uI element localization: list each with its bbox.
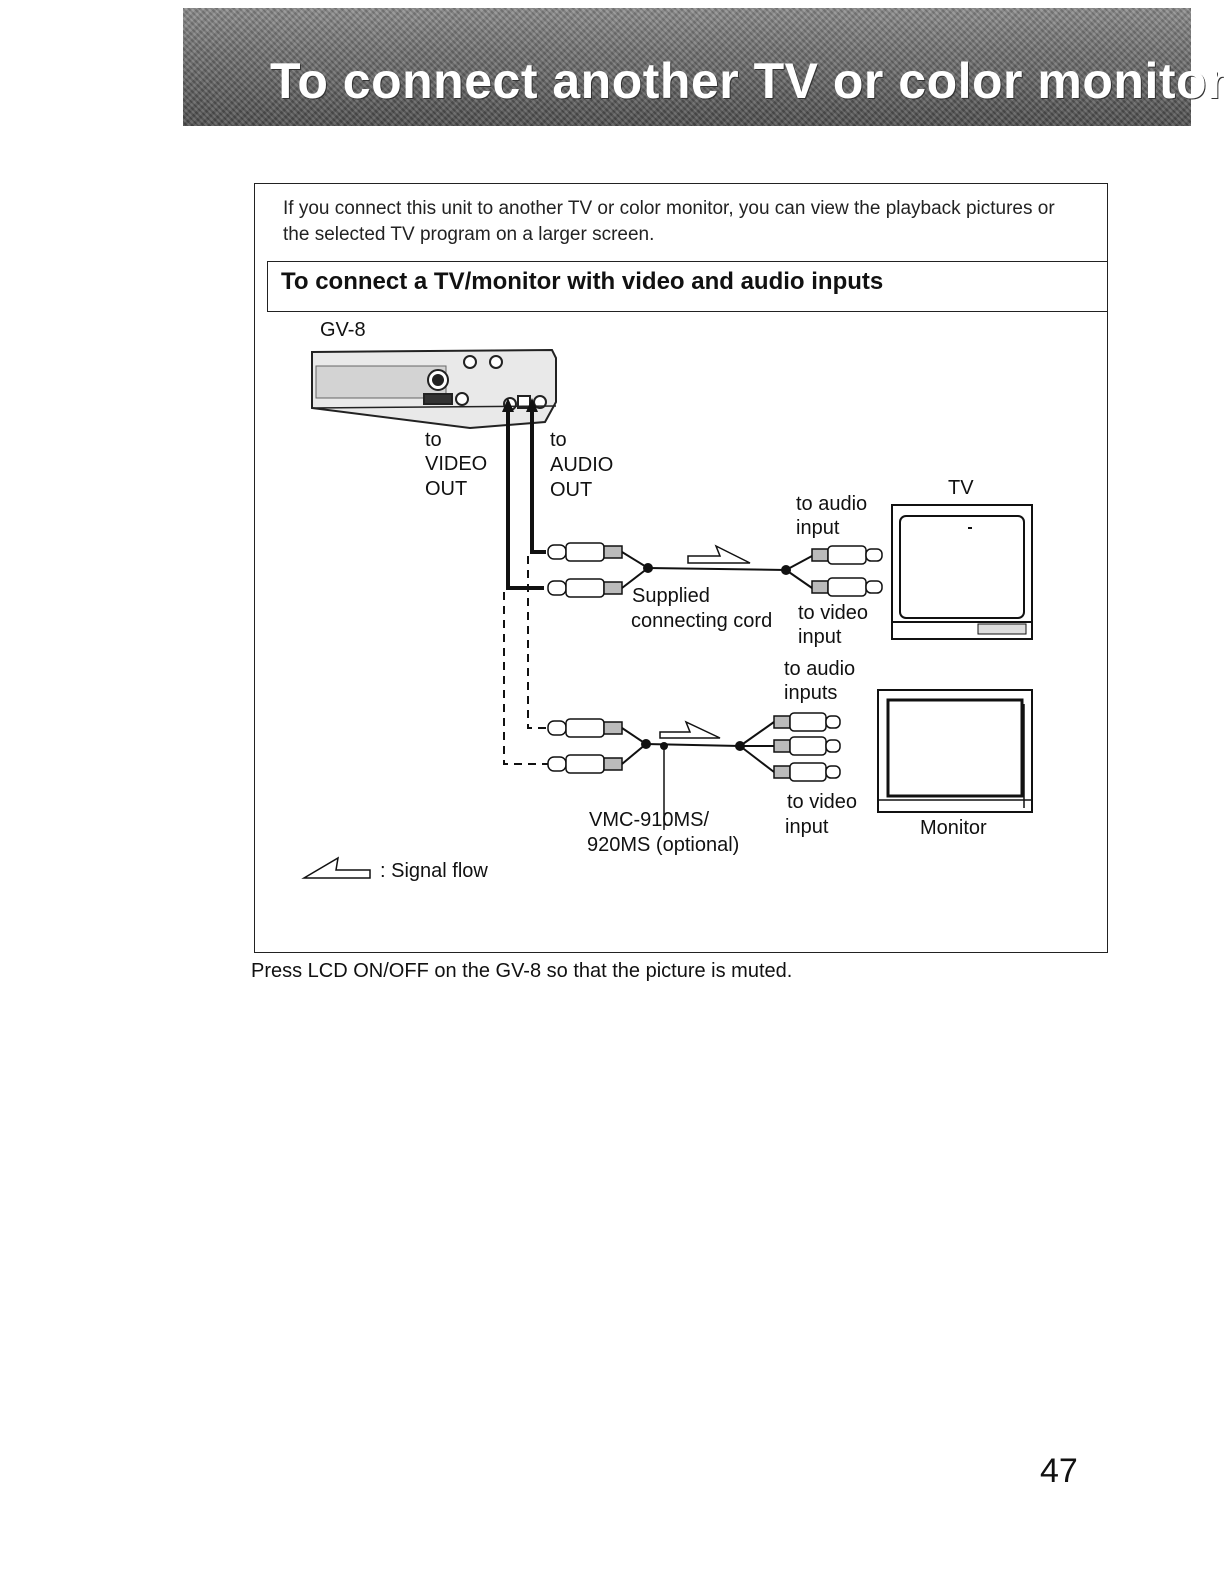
audio-out-label-line2: AUDIO: [550, 454, 614, 476]
monitor-audio-inputs-line1: to audio: [784, 658, 856, 680]
footer-note: Press LCD ON/OFF on the GV-8 so that the…: [251, 960, 793, 982]
monitor-illustration: [877, 689, 1033, 813]
section-title: To connect a TV/monitor with video and a…: [281, 268, 884, 295]
monitor-video-input-line1: to video: [787, 791, 858, 813]
page-title: To connect another TV or color monitor: [270, 53, 1224, 109]
signal-flow-arrow-top: [687, 544, 751, 564]
device-label: GV-8: [320, 319, 366, 341]
content-frame: [254, 183, 1108, 953]
title-banner: [183, 8, 1191, 126]
video-out-label-line1: to: [425, 429, 442, 451]
supplied-cord-line2: connecting cord: [631, 610, 773, 632]
tv-video-input-line1: to video: [798, 602, 869, 624]
supplied-cord-right-plugs: [811, 545, 883, 597]
section-header-bar: [267, 261, 1108, 312]
optional-cord-right-plugs: [773, 712, 841, 782]
video-out-label-line3: OUT: [425, 478, 468, 500]
audio-out-label-line3: OUT: [550, 479, 593, 501]
monitor-video-input-line2: input: [785, 816, 829, 838]
audio-out-label-line1: to: [550, 429, 567, 451]
gv8-device-illustration: [311, 348, 557, 430]
optional-cord-line1: VMC-910MS/: [589, 809, 710, 831]
signal-flow-arrow-bottom: [659, 720, 721, 739]
intro-text: If you connect this unit to another TV o…: [283, 198, 1055, 245]
monitor-audio-inputs-line2: inputs: [784, 682, 838, 704]
page-number: 47: [1040, 1452, 1078, 1490]
device-cables: [502, 398, 546, 590]
legend-label: : Signal flow: [380, 860, 488, 882]
tv-label: TV: [948, 477, 974, 499]
optional-cord-left-plugs: [547, 718, 623, 774]
optional-cord-line2: 920MS (optional): [587, 834, 740, 856]
supplied-cord-line1: Supplied: [632, 585, 710, 607]
tv-audio-input-line1: to audio: [796, 493, 868, 515]
tv-illustration: [891, 504, 1033, 640]
monitor-label: Monitor: [920, 817, 987, 839]
video-out-label-line2: VIDEO: [425, 453, 488, 475]
connection-diagram: [301, 348, 1033, 879]
optional-dashed-cables: [503, 556, 548, 765]
signal-flow-legend-icon: [301, 856, 371, 879]
tv-audio-input-line2: input: [796, 517, 840, 539]
tv-video-input-line2: input: [798, 626, 842, 648]
supplied-cord-left-plugs: [547, 542, 623, 598]
